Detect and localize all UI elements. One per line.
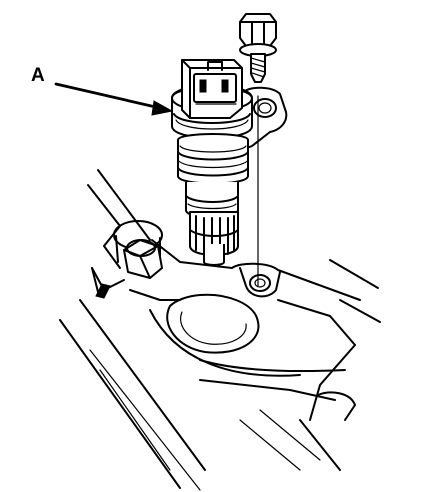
transmission-housing — [59, 169, 381, 491]
callout-label-a: A — [31, 65, 45, 86]
callout-a-leader — [54, 82, 174, 116]
speed-sensor-a — [171, 59, 288, 266]
flange-bolt — [95, 220, 163, 299]
mounting-bolt — [239, 13, 277, 83]
